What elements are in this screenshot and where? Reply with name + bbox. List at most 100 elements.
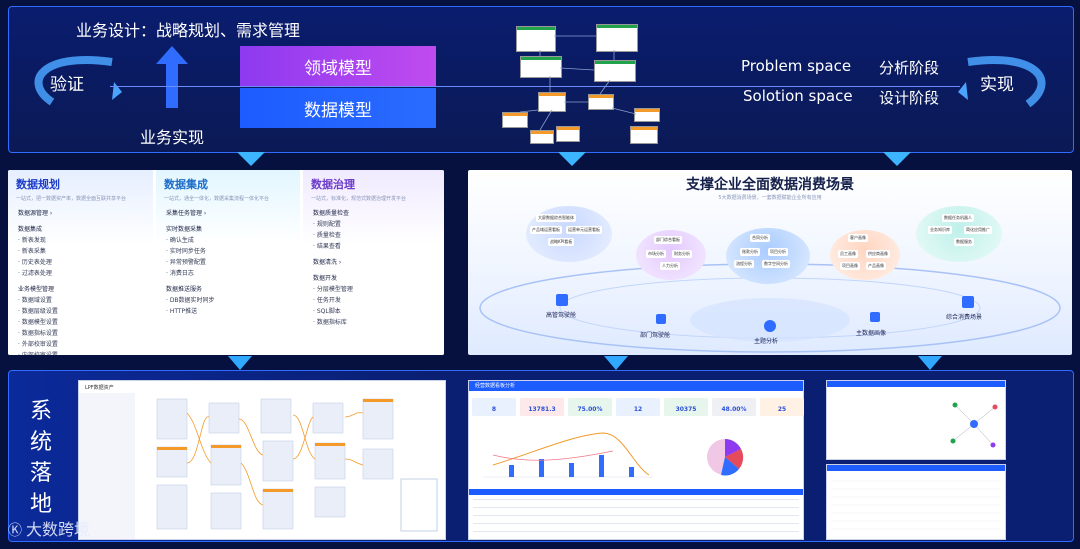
er-table [530, 130, 554, 144]
kpi-value: 12 [633, 406, 643, 413]
down-chevron-icon [883, 152, 911, 166]
dashboard-icon [556, 294, 568, 306]
scene-tag: 员工画像 [838, 250, 858, 258]
column-item: 数据源管理 › [18, 210, 53, 217]
column-title: 数据规划 [16, 178, 60, 191]
column-item: · HTTP推送 [166, 308, 198, 315]
system-landing-label: 系 统 落 地 [28, 396, 54, 520]
column-item: · DB数据实时同步 [166, 297, 215, 304]
business-impl-label: 业务实现 [140, 128, 205, 147]
column-planning: 数据规划 一站式，把一数据资产率，数据全面互联共享平台 数据源管理 ›数据集成·… [8, 170, 153, 355]
scene-tag: 合同分析 [750, 234, 770, 242]
combo-chart [483, 432, 653, 478]
scene-label: 部门驾驶舱 [640, 332, 671, 339]
solution-space-label: Solotion space [743, 87, 853, 105]
column-item: · 消费日志 [166, 270, 194, 277]
scene-tag: 流程分析 [734, 260, 754, 268]
er-table [556, 126, 580, 142]
scene-tag: 数字空间分析 [762, 260, 790, 268]
scene-tag: 数据任务机器人 [942, 214, 974, 222]
cycle-arrow-right-icon [958, 56, 1046, 108]
column-item: · 实时同步任务 [166, 248, 206, 255]
design-phase-label: 设计阶段 [879, 89, 940, 107]
data-model-box: 数据模型 [240, 88, 436, 128]
kpi-value: 48.00% [721, 406, 747, 413]
er-table [630, 126, 658, 144]
kpi-card: 75.00% [568, 398, 612, 416]
column-item: · 结果查看 [313, 243, 341, 250]
column-governance: 数据治理 一站式，标准化，规范式数据治理开发平台 数据质量检查· 规则配置· 质… [303, 170, 444, 355]
table-row [473, 499, 799, 500]
column-item: 数据推送服务 [166, 286, 203, 293]
column-item: · 外部校审设置 [18, 341, 58, 348]
column-integration: 数据集成 一站式，通全一体化，数据采集流程一体化平台 采集任务管理 ›实时数据采… [156, 170, 300, 355]
er-table [516, 26, 556, 52]
table-row [473, 507, 799, 508]
detail-header [827, 381, 1005, 387]
scene-tag: 供应商画像 [866, 250, 890, 258]
column-item: · 数据域设置 [18, 297, 52, 304]
detail-screenshot [826, 380, 1006, 460]
down-chevron-icon [237, 152, 265, 166]
divider-line [110, 86, 960, 87]
column-item: 采集任务管理 › [166, 210, 207, 217]
scene-tag: 账款分析 [740, 248, 760, 256]
scene-tag: 产品画像 [866, 262, 886, 270]
column-item: 实时数据采集 [166, 226, 203, 233]
realize-label: 实现 [980, 75, 1014, 95]
kpi-value: 25 [777, 406, 787, 413]
column-item: 数据清洗 › [313, 259, 342, 266]
column-subtitle: 一站式，标准化，规范式数据治理开发平台 [311, 196, 407, 202]
column-title: 数据治理 [311, 178, 355, 191]
kpi-value: 13781.3 [528, 406, 556, 413]
column-item: · 确认生成 [166, 237, 194, 244]
kpi-card: 48.00% [712, 398, 756, 416]
scene-tag: 财务分析 [672, 250, 692, 258]
kpi-card: 8 [472, 398, 516, 416]
data-governance-panel: 数据规划 一站式，把一数据资产率，数据全面互联共享平台 数据源管理 ›数据集成·… [8, 170, 444, 355]
analysis-icon [764, 320, 776, 332]
down-arrow-icon [228, 356, 252, 370]
down-arrow-icon [604, 356, 628, 370]
column-item: · 新表发现 [18, 237, 46, 244]
down-chevron-icon [558, 152, 586, 166]
column-item: 数据集成 [18, 226, 43, 233]
analysis-phase-label: 分析阶段 [879, 59, 940, 77]
er-diagram-thumbnail [490, 16, 690, 146]
column-item: · 异常预警配置 [166, 259, 206, 266]
column-item: · 新表采集 [18, 248, 46, 255]
table-header [469, 489, 803, 495]
scene-tag: 数据服务 [954, 238, 974, 246]
lineage-graph [156, 398, 438, 532]
scene-tag: 项目画像 [840, 262, 860, 270]
dashboard-header [469, 381, 803, 391]
label-char: 地 [29, 492, 52, 517]
scene-icon [962, 296, 974, 308]
er-table [594, 60, 636, 82]
list-header [827, 465, 1005, 471]
column-item: 业务模型管理 [18, 286, 55, 293]
scene-label: 高管驾驶舱 [546, 312, 577, 319]
er-table [596, 24, 638, 52]
consumption-subtitle: 5大数据消费场景，一套数据赋能企业所有应用 [718, 195, 822, 201]
scene-label: 主题分析 [754, 338, 779, 345]
business-design-heading: 业务设计：战略规划、需求管理 [76, 21, 301, 40]
domain-model-box: 领域模型 [240, 46, 436, 86]
verify-label: 验证 [50, 75, 84, 95]
table-row [473, 531, 799, 532]
scene-tag: 业务知识库 [928, 226, 952, 234]
column-item: · 分层模型管理 [313, 286, 353, 293]
lineage-sidebar [79, 393, 135, 539]
kpi-card: 13781.3 [520, 398, 564, 416]
table-row [473, 523, 799, 524]
scene-tag: 市场分析 [646, 250, 666, 258]
consumption-title: 支撑企业全面数据消费场景 [686, 177, 854, 193]
scene-tag: 部门综合看板 [654, 236, 682, 244]
scene-tag: 简化应用推广 [964, 226, 992, 234]
data-model-label: 数据模型 [304, 100, 372, 121]
problem-space-label: Problem space [741, 57, 852, 75]
er-table [520, 56, 562, 78]
list-rows [831, 480, 1001, 530]
er-table [588, 94, 614, 110]
scene-tag: 大屏数据综合智能体 [536, 214, 576, 222]
